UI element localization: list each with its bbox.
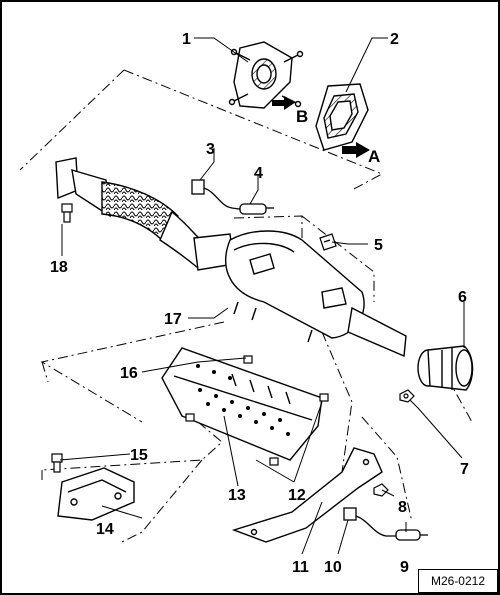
- part-flange-1: [228, 41, 304, 109]
- part-sensor-3-4: [191, 179, 274, 215]
- part-bracket-14: [57, 467, 135, 521]
- callout-5: 5: [374, 237, 383, 254]
- callout-3: 3: [206, 141, 215, 158]
- part-heat-shield-13: [161, 347, 323, 461]
- callout-17: 17: [164, 311, 182, 328]
- callout-15: 15: [130, 447, 148, 464]
- part-nut-8: [373, 483, 389, 497]
- part-connector-5: [319, 233, 337, 251]
- view-arrow-a: [342, 142, 370, 158]
- callout-16: 16: [120, 365, 138, 382]
- part-sensor-9-10: [343, 507, 428, 541]
- callout-18: 18: [50, 259, 68, 276]
- callout-8: 8: [398, 499, 407, 516]
- part-support-11: [231, 447, 383, 543]
- view-arrow-b: [272, 96, 296, 110]
- part-bolts-12-16: [185, 355, 329, 466]
- arrow-label-a: A: [368, 147, 380, 166]
- callout-13: 13: [228, 487, 246, 504]
- assembly-dash-lines: [19, 69, 473, 543]
- callout-10: 10: [324, 559, 342, 576]
- callout-12: 12: [288, 487, 306, 504]
- part-catalytic-converter-17: [225, 230, 407, 358]
- part-bolt-15: [51, 453, 63, 473]
- part-bolt-18: [61, 203, 73, 223]
- callout-2: 2: [390, 31, 399, 48]
- part-nut-7: [399, 389, 415, 403]
- callout-1: 1: [182, 31, 191, 48]
- arrow-label-b: B: [296, 107, 308, 126]
- callout-4: 4: [254, 165, 263, 182]
- callout-11: 11: [292, 559, 309, 576]
- callout-14: 14: [96, 521, 114, 538]
- part-gasket-2: [315, 83, 369, 151]
- reference-code: M26-0212: [418, 569, 498, 593]
- leader-lines: [59, 37, 465, 555]
- part-clamp-6: [417, 345, 474, 391]
- callout-7: 7: [460, 461, 469, 478]
- callout-labels: 1 2 3 4 5 6 7 8 9 10 11 12 13 14 15 16 1…: [50, 31, 469, 576]
- part-front-pipe: [55, 157, 235, 271]
- callout-6: 6: [458, 289, 467, 306]
- callout-9: 9: [400, 559, 409, 576]
